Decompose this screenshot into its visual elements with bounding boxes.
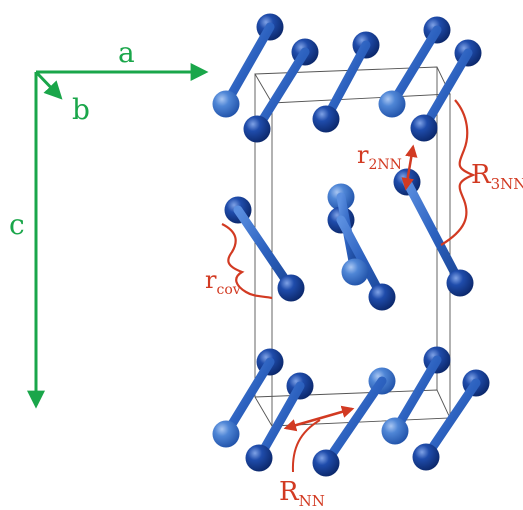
atom-14-2 (312, 449, 340, 477)
atom-12-2 (381, 417, 409, 445)
rnn-arrow (283, 405, 355, 432)
atom-7-2 (368, 283, 396, 311)
bond-3 (321, 40, 371, 124)
atom-4-2 (378, 90, 406, 118)
c-axis-label: c (9, 208, 25, 241)
bond-11 (254, 381, 305, 463)
atom-13-2 (412, 443, 440, 471)
bond-12 (390, 355, 442, 436)
r3nn-brace (440, 99, 476, 246)
bond-2 (252, 47, 310, 134)
bond-10 (221, 357, 275, 439)
r2nn-arrow (401, 144, 418, 191)
atom-3-2 (312, 105, 340, 133)
atom-9-2 (446, 269, 474, 297)
b-axis-arrow (34, 70, 63, 100)
bond-4 (387, 25, 442, 109)
bond-5 (419, 48, 473, 133)
rcov-label: rcov (205, 266, 241, 298)
rcov-brace (221, 223, 273, 300)
atom-11-2 (245, 444, 273, 472)
atom-2-2 (243, 115, 271, 143)
bond-9 (402, 177, 465, 288)
axis-triad: a b c (9, 36, 209, 409)
bond-7 (336, 215, 387, 302)
r3nn-label: R3NN (471, 160, 523, 193)
atom-6-2 (341, 258, 369, 286)
a-axis-label: a (118, 36, 135, 69)
atom-5-2 (410, 114, 438, 142)
molecules-layer (212, 13, 490, 477)
rnn-label: RNN (279, 477, 325, 510)
rnn-leader (291, 419, 321, 473)
bond-8 (233, 205, 296, 293)
b-axis-label: b (72, 93, 90, 126)
bond-1 (221, 22, 275, 109)
bond-13 (421, 378, 481, 462)
atom-10-2 (212, 420, 240, 448)
atom-1-2 (212, 90, 240, 118)
atom-8-2 (277, 274, 305, 302)
distance-annotations: r2NN R3NN rcov RNN (205, 99, 523, 510)
r2nn-label: r2NN (357, 141, 402, 173)
